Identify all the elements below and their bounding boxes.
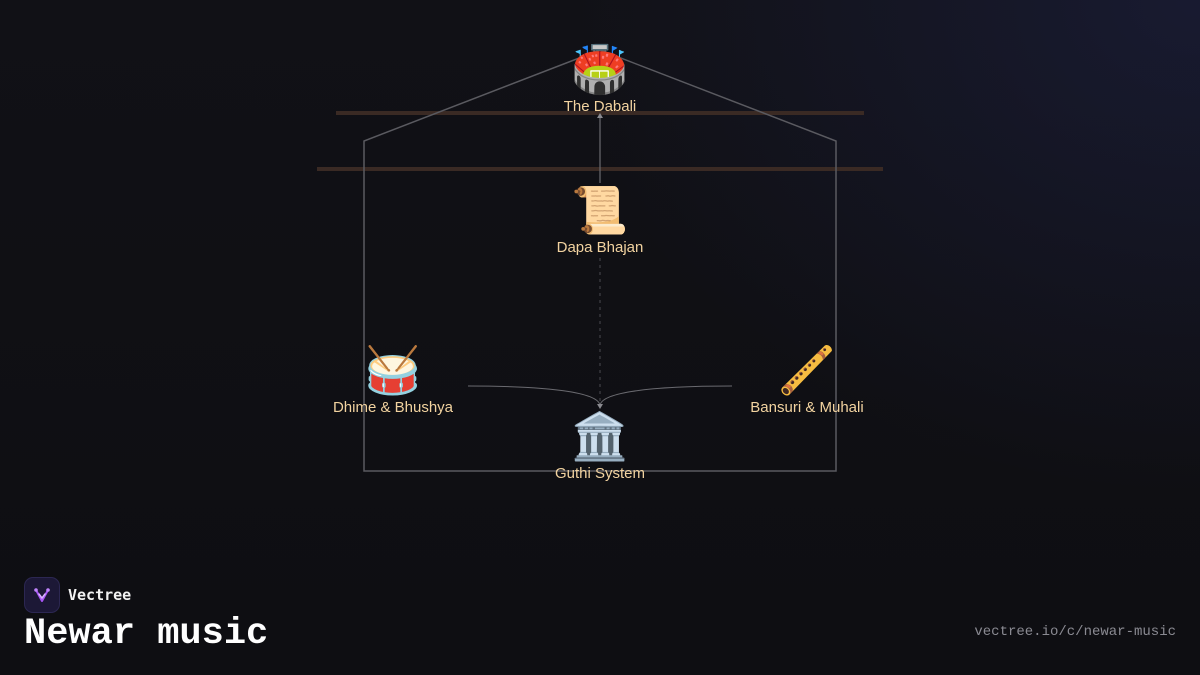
node-label: The Dabali — [563, 98, 637, 115]
left-curve-connector — [467, 385, 601, 407]
flute-icon: 🪈 — [778, 344, 836, 396]
node-label: Bansuri & Muhali — [750, 399, 864, 416]
node-label: Dhime & Bhushya — [332, 399, 454, 416]
node-label: Dapa Bhajan — [556, 239, 644, 256]
scroll-icon: 📜 — [571, 184, 629, 236]
page-title: Newar music — [24, 613, 269, 655]
right-curve-connector — [599, 385, 733, 407]
page-url[interactable]: vectree.io/c/newar-music — [974, 624, 1176, 640]
node-bansuri-muhali[interactable]: 🪈 Bansuri & Muhali — [750, 343, 863, 417]
arrow-marker-top — [597, 113, 603, 118]
node-dhime-bhushya[interactable]: 🥁 Dhime & Bhushya — [333, 343, 453, 417]
brand-name: Vectree — [68, 586, 132, 604]
drum-icon: 🥁 — [364, 344, 422, 396]
arrow-marker-bottom — [597, 404, 603, 409]
node-dapa-bhajan[interactable]: 📜 Dapa Bhajan — [557, 183, 644, 257]
classical-building-icon: 🏛️ — [571, 410, 629, 462]
vectree-logo-icon — [24, 577, 60, 613]
node-label: Guthi System — [554, 465, 646, 482]
node-guthi-system[interactable]: 🏛️ Guthi System — [555, 409, 645, 483]
house-outline — [363, 49, 837, 472]
brand[interactable]: Vectree — [24, 577, 131, 613]
stadium-icon: 🏟️ — [571, 43, 629, 95]
node-dabali[interactable]: 🏟️ The Dabali — [564, 42, 637, 116]
